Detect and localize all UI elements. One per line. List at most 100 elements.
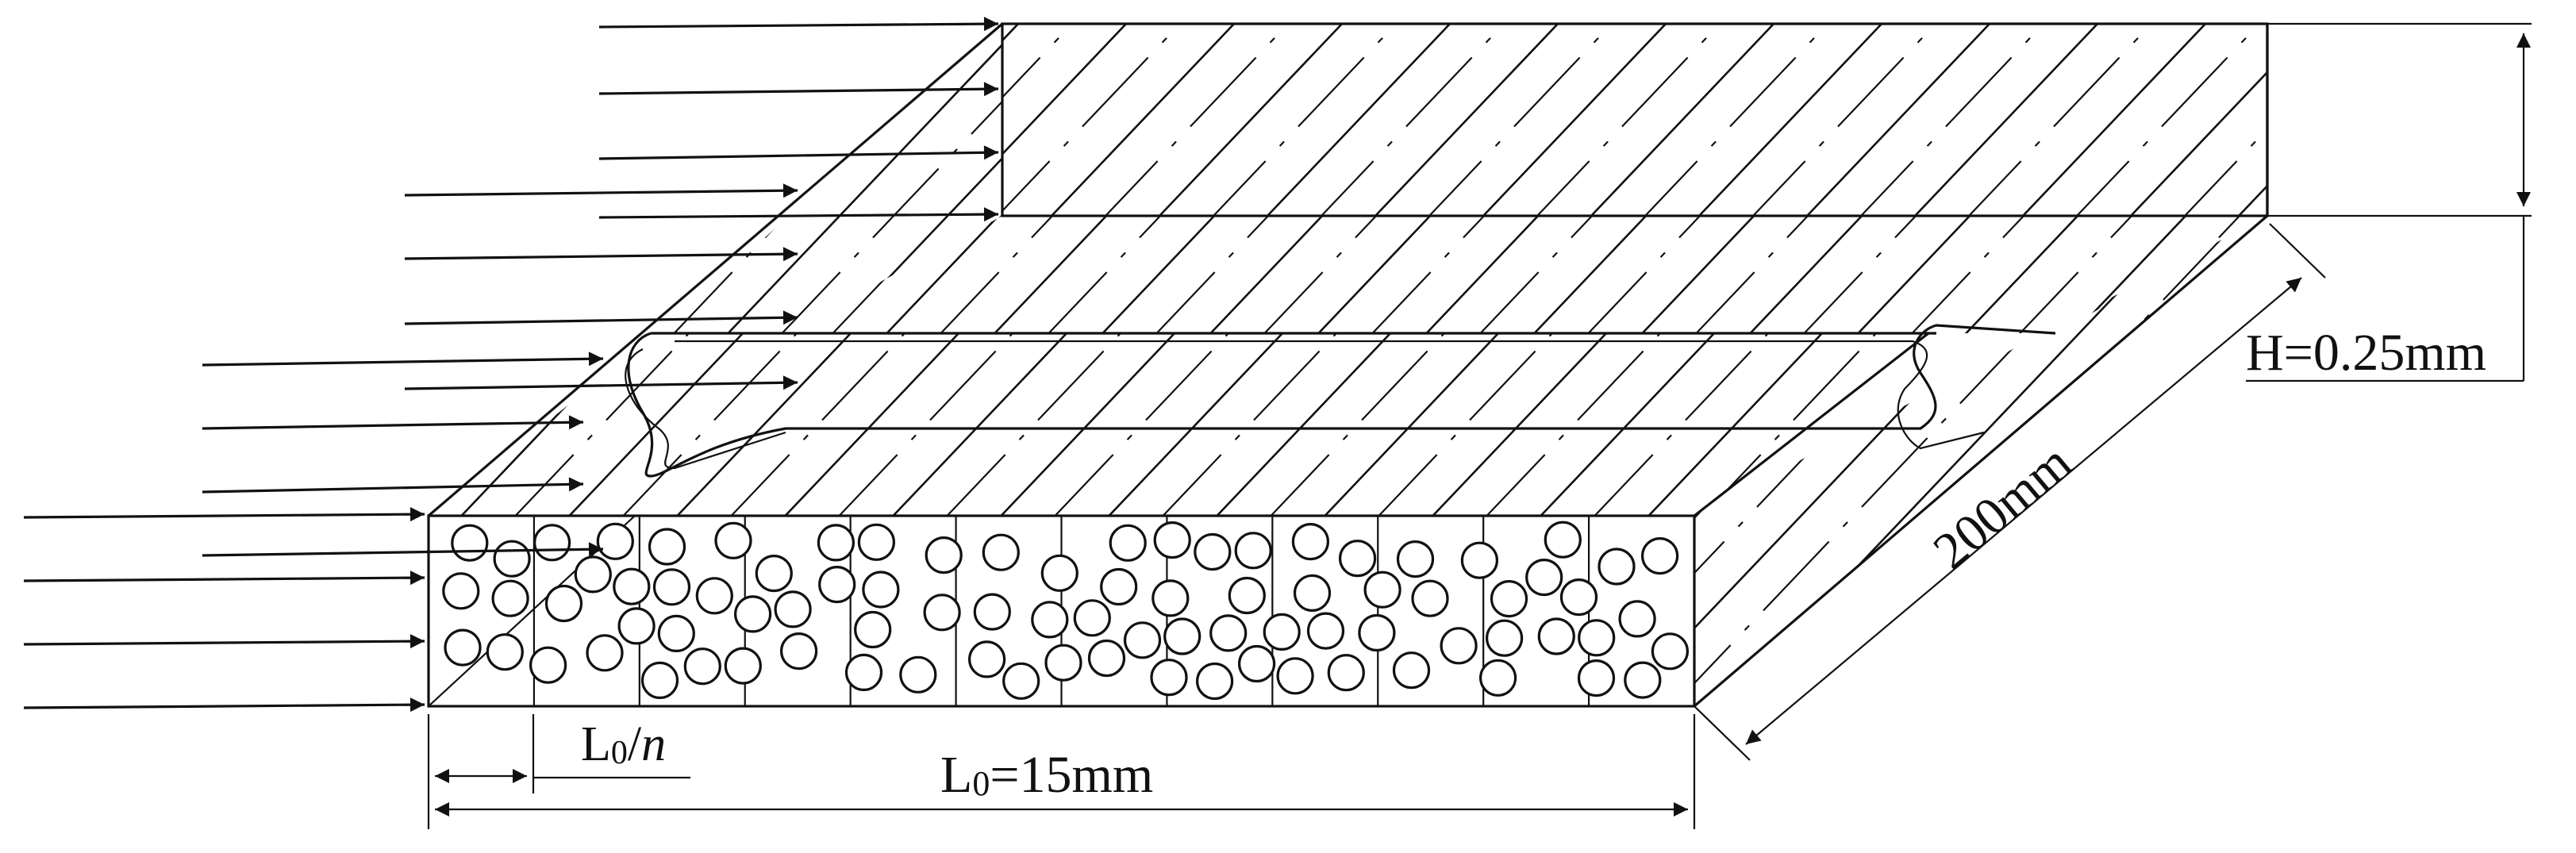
width-label: 200mm [1923,433,2082,581]
middle-hatch-line [2066,216,2194,333]
segment-length-label: L0/n [581,717,666,771]
particle-circle [844,653,883,692]
middle-hatch-line [986,216,1115,333]
flow-arrow [202,542,604,557]
dimension-height: H=0.25mm [2246,22,2532,382]
flow-arrow [202,352,604,367]
middle-hatch-line [1850,216,1978,333]
side-hatch-line [2083,216,2267,706]
porous-layer-top-face [429,333,1928,516]
particle-circle [1559,578,1598,617]
flow-arrow [598,17,999,32]
particle-circle [1163,617,1201,655]
flow-arrow [202,477,584,494]
middle-hatch-line [2012,216,2140,333]
middle-hatch-line [786,216,899,333]
upper-hatch-line [1002,24,1189,216]
middle-hatch-line [2228,216,2267,333]
lower-hatch-line [1478,333,1669,516]
flow-arrow [23,507,425,522]
particle-circle [1276,657,1314,695]
middle-hatch-line [2120,216,2248,333]
flow-arrow [404,183,798,198]
side-hatch-line [1874,216,2267,706]
particle-circle [586,634,624,672]
flow-arrow [598,145,999,160]
particle-circle [1073,599,1111,637]
particle-circle [1525,558,1563,597]
middle-hatch-line [1094,216,1223,333]
particle-circle [1460,541,1499,579]
middle-hatch-line [1256,216,1385,333]
particle-circle [854,610,892,649]
side-hatch-line [1717,216,2200,706]
particle-circle [1306,612,1345,650]
particle-circle [1263,613,1301,651]
lower-hatch-line [1317,333,1507,516]
particle-circle [1537,617,1575,655]
particle-circle [493,540,531,578]
particle-circle [714,521,752,559]
flow-arrow [598,207,999,222]
particle-circle [648,528,686,566]
particle-circle [1618,600,1656,638]
particle-circle [1578,619,1616,657]
upper-hatch-line [1793,24,1998,216]
upper-hatch-line [1415,24,1621,216]
membrane-strip-inner [675,340,1985,450]
particle-circle [818,565,856,604]
particle-circle [1485,619,1524,657]
upper-hatch-line [1199,24,1405,216]
lower-hatch-line [1101,333,1291,516]
middle-hatch-line [1526,216,1655,333]
particle-circle [451,524,489,562]
upper-hatch-line [2224,24,2267,216]
flow-arrow [404,247,798,262]
particle-circle [1152,579,1190,617]
lower-hatch-line [1209,333,1399,516]
particle-circle [1031,601,1069,639]
lower-hatch-line [507,333,698,516]
lower-hatch-line [1155,333,1345,516]
lower-hatch-line [1047,333,1237,516]
middle-hatch-line [1148,216,1277,333]
dimension-width: 200mm [1694,223,2326,761]
middle-hatch-line [1742,216,1870,333]
particle-circle [652,568,691,606]
middle-hatch-line [1202,216,1331,333]
middle-hatch-line [1904,216,2032,333]
particle-circle [1150,659,1188,697]
side-hatch-line [2188,216,2267,706]
middle-hatch-line [1796,216,1924,333]
particle-circle [1338,540,1377,578]
side-hatch-line [2240,216,2267,706]
upper-hatch-line [1523,24,1728,216]
flow-arrow [23,697,425,713]
particle-circle [1490,579,1528,618]
particle-circle [574,555,612,594]
particle-circle [1363,571,1401,609]
lower-hatch-line [1748,333,1928,516]
particle-circle [533,524,571,562]
flow-arrow [202,415,584,430]
upper-hatch-line [1037,24,1243,216]
lower-hatch-line [1586,333,1777,516]
particle-circle [967,640,1006,678]
particle-circle [779,632,818,670]
middle-hatch-line [2282,208,2409,341]
particle-circle [640,661,679,700]
particle-circle [1577,659,1616,697]
side-hatch-line [2031,216,2267,706]
side-hatch-line [1694,216,2042,706]
upper-hatch-line [1901,24,2106,216]
particle-circle [1194,532,1232,571]
particle-circle [899,655,937,694]
particle-circle [862,571,900,609]
middle-hatch-line [879,216,1007,333]
particle-circle [1478,659,1517,697]
lower-hatch-line [993,333,1183,516]
particle-circle [1228,576,1266,615]
middle-hatch-line [825,216,953,333]
particle-circle [1544,521,1582,559]
particle-circle [1100,567,1138,606]
